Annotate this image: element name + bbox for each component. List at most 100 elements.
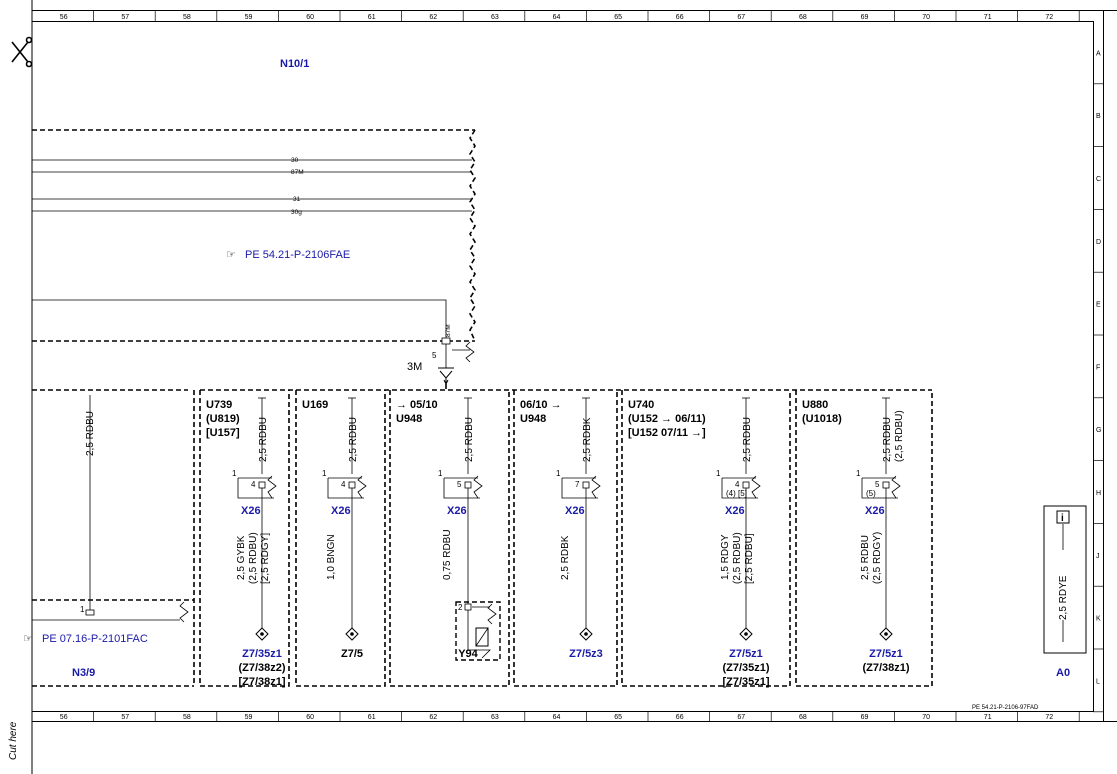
pin-outer: 1 (322, 469, 327, 478)
row-letter: F (1096, 364, 1100, 371)
connector-name: X26 (725, 505, 745, 517)
splice-terminal-icon (255, 627, 269, 641)
column-number: 60 (306, 714, 314, 721)
end-terminal-label: Z7/5z1 (869, 648, 903, 660)
info-icon-glyph: i (1061, 513, 1064, 524)
end-terminal-label: Z7/5z1 (729, 648, 763, 660)
variant-code: U880 (802, 399, 828, 411)
harness-break (357, 475, 367, 499)
bus-label-87m: 87M (291, 169, 304, 176)
connector-pin (582, 481, 590, 489)
ground-bus (32, 384, 932, 391)
column-number: 58 (183, 14, 191, 21)
bus-label-30: 30 (291, 157, 299, 164)
pin-outer: 1 (716, 469, 721, 478)
branch-boundary (795, 390, 933, 687)
info-wire-label: 2,5 RDYE (1058, 575, 1069, 620)
info-icon[interactable] (1056, 510, 1070, 524)
column-number: 63 (491, 714, 499, 721)
wire-bottom-label: 1,0 BNGN (326, 534, 337, 580)
pin-alt: (5) (866, 489, 876, 498)
wire-top-label: 2,5 RDBK (582, 417, 593, 462)
branch-block-5: U740(U152 → 06/11)[U152 07/11 →]2,5 RDBU… (621, 390, 791, 688)
connector-frame (237, 478, 274, 499)
variant-code: [U157] (206, 427, 240, 439)
branch-boundary (621, 390, 791, 687)
document-id: PE 54.21-P-2106-97FAD (972, 705, 1039, 711)
valve-pin: 2 (458, 603, 463, 612)
column-number: 70 (922, 714, 930, 721)
variant-code: (U1018) (802, 413, 842, 425)
connector-name: X26 (865, 505, 885, 517)
column-number: 72 (1045, 14, 1053, 21)
variant-code: U169 (302, 399, 328, 411)
wire-top-label-alt: (2,5 RDBU) (894, 410, 905, 462)
top-module-name: N10/1 (280, 58, 309, 70)
harness-break (591, 475, 601, 499)
column-number: 71 (984, 714, 992, 721)
column-number: 56 (60, 714, 68, 721)
variant-code: → 05/10 (396, 399, 438, 411)
branch-block-6: U880(U1018)2,5 RDBU(2,5 RDBU)15(5)X262,5… (795, 390, 933, 687)
column-number: 59 (245, 14, 253, 21)
wire-bottom-label: [2,5 RDGY] (260, 533, 271, 584)
connector-name: X26 (331, 505, 351, 517)
variant-code: U948 (520, 413, 546, 425)
connector-frame (561, 478, 598, 499)
column-number: 64 (553, 714, 561, 721)
column-number: 70 (922, 14, 930, 21)
harness-break (473, 475, 483, 499)
wire-bottom-label: 0,75 RDBU (442, 529, 453, 580)
splice-terminal-icon (879, 627, 893, 641)
column-number: 65 (614, 714, 622, 721)
variant-code: [U152 07/11 →] (628, 427, 706, 439)
connector-name: X26 (565, 505, 585, 517)
tap-87m-wire (32, 299, 475, 368)
ground-name: 3M (407, 361, 422, 373)
variant-code: U740 (628, 399, 654, 411)
row-letter: H (1096, 490, 1101, 497)
wire-top-label: 2,5 RDBU (742, 417, 753, 462)
n3-9-module: 2,5 RDBU 1 ☞ PE 07.16-P-2101FAC N3/9 (23, 390, 195, 687)
row-letter: B (1096, 113, 1101, 120)
connector-pin (882, 481, 890, 489)
pin-inner: 7 (575, 480, 580, 489)
column-number: 62 (429, 714, 437, 721)
reference-link-top-label[interactable]: PE 54.21-P-2106FAE (245, 249, 350, 261)
left-wire-label: 2,5 RDBU (85, 411, 96, 456)
wire-bottom-label: 2,5 GYBK (236, 535, 247, 580)
column-number: 57 (121, 14, 129, 21)
column-number: 68 (799, 14, 807, 21)
wire-bottom-label: 2,5 RDBK (560, 535, 571, 580)
column-number: 69 (861, 714, 869, 721)
column-number: 64 (553, 14, 561, 21)
left-module-name: N3/9 (72, 667, 95, 679)
branch-boundary (199, 390, 290, 687)
splice-terminal-icon (739, 627, 753, 641)
wire-bottom-label: 1,5 RDGY (720, 534, 731, 580)
column-number: 66 (676, 14, 684, 21)
info-module-name: A0 (1056, 667, 1070, 679)
column-number: 67 (737, 714, 745, 721)
end-terminal-label: Z7/5z3 (569, 648, 603, 660)
pin-inner: 5 (875, 480, 880, 489)
reference-link-top[interactable]: ☞ PE 54.21-P-2106FAE (226, 249, 350, 261)
column-number: 56 (60, 14, 68, 21)
end-terminal-label: (Z7/38z1) (862, 662, 909, 674)
end-terminal-label: Z7/35z1 (242, 648, 282, 660)
connector-pin (464, 481, 472, 489)
column-number: 61 (368, 14, 376, 21)
left-reference-link[interactable]: PE 07.16-P-2101FAC (42, 633, 148, 645)
left-pin: 1 (80, 605, 85, 614)
column-number: 67 (737, 14, 745, 21)
column-number: 66 (676, 714, 684, 721)
row-letter: C (1096, 176, 1101, 183)
variant-code: (U819) (206, 413, 240, 425)
end-terminal-label: [Z7/35z1] (722, 676, 769, 688)
connector-name: X26 (241, 505, 261, 517)
row-letter: E (1096, 302, 1101, 309)
